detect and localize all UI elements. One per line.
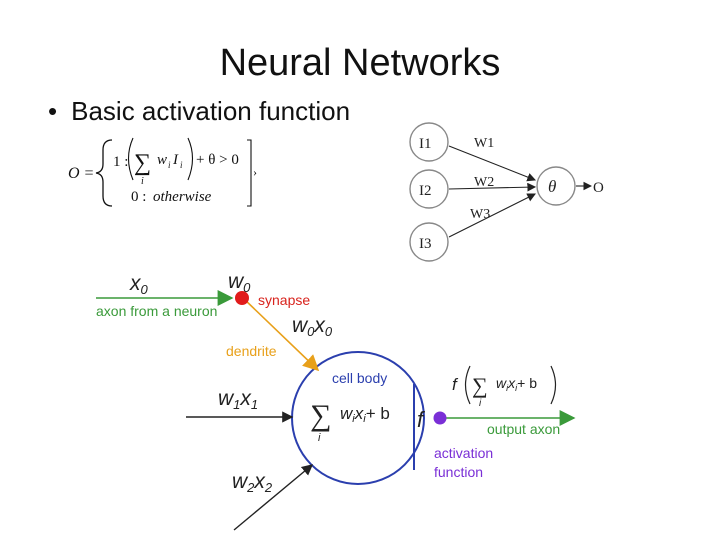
perceptron-output-label: O [593,180,604,196]
formula-case1-value: 1 : [113,154,128,170]
output-f: f [452,375,459,394]
formula-w: w [157,152,167,168]
perceptron-input-label-2: I2 [419,183,432,199]
axon-from-label: axon from a neuron [96,303,217,319]
activation-label-line2: function [434,464,483,480]
perceptron-input-node-3 [409,222,449,262]
input-2-arrow [233,464,314,531]
w0x0-label: w0x0 [292,314,333,339]
formula-case0-text: otherwise [153,189,212,205]
output-axon-label: output axon [487,421,560,437]
output-sum-expression: wixi+ b [496,375,537,393]
perceptron-input-label-1: I1 [419,136,432,152]
body-f-label: f [417,407,426,432]
output-sum-index: i [479,398,482,409]
formula-bracket-tip: › [253,165,257,179]
bullet-text: Basic activation function [71,96,351,126]
formula-case0-value: 0 : [131,189,146,205]
w0-label: w0 [228,270,251,295]
perceptron-edge-2 [448,182,537,192]
perceptron-diagram: I1 I2 I3 W1 W2 W3 θ O [409,122,604,262]
perceptron-threshold-label: θ [548,177,556,196]
perceptron-input-label-3: I3 [419,236,432,252]
synapse-dot [235,291,249,305]
dendrite-label: dendrite [226,343,277,359]
formula-w-sub: i [168,160,171,170]
body-sigma: ∑ [310,399,331,432]
slide-title: Neural Networks [219,42,501,84]
perceptron-edge-3 [448,193,536,238]
formula-paren-right [187,137,194,181]
formula-paren-left [127,137,134,181]
x0-label: x0 [129,272,149,297]
formula-brace [95,139,113,207]
output-sigma: ∑ [472,373,488,398]
perceptron-input-node-1 [409,122,449,162]
perceptron-weight-label-3: W3 [470,207,490,222]
w1x1-label: w1x1 [218,387,258,412]
neuron-diagram: x0 w0 synapse axon from a neuron w0x0 de… [96,270,576,531]
formula-case1-rest: + θ > 0 [196,152,239,168]
output-paren-left [464,365,471,405]
formula-sum-index: i [141,176,144,187]
body-sum-expression: wixi+ b [340,404,390,425]
formula-input: I [172,152,179,168]
perceptron-weight-label-2: W2 [474,175,494,190]
formula-lhs: O = [68,165,94,182]
cell-body-label: cell body [332,370,387,386]
perceptron-input-node-2 [409,169,449,209]
activation-dot [433,411,447,425]
formula-input-sub: i [180,160,183,170]
synapse-label: synapse [258,292,310,308]
formula-bracket-right [247,139,252,207]
output-paren-right [550,365,557,405]
w2x2-label: w2x2 [232,470,273,495]
activation-formula: O = 1 : ∑ i w i I i + θ > 0 0 : otherwis… [68,137,257,207]
body-sum-index: i [318,432,321,444]
activation-label-line1: activation [434,445,493,461]
dendrite-arrow [242,297,320,372]
perceptron-threshold-node [536,166,576,206]
formula-sigma: ∑ [134,150,151,176]
perceptron-edge-1 [448,145,537,182]
perceptron-weight-label-1: W1 [474,136,494,151]
bullet-item: • Basic activation function [48,96,350,127]
bullet-dot: • [48,96,58,126]
